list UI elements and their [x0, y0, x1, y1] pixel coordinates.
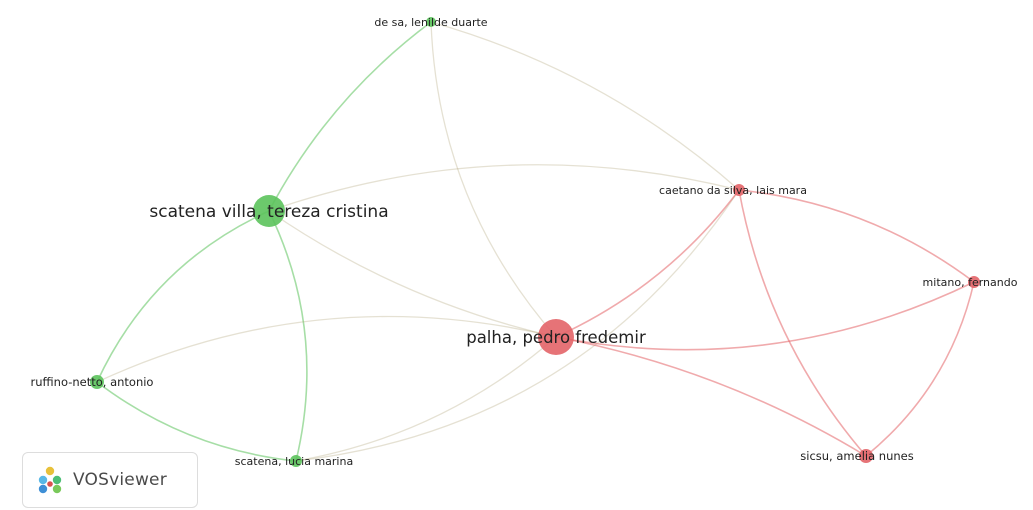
nodes-layer	[90, 17, 980, 467]
node-palha[interactable]	[538, 319, 574, 355]
link-de-sa-palha	[430, 21, 557, 338]
link-mitano-sicsu	[865, 281, 975, 457]
link-scatena-villa-caetano	[268, 164, 740, 212]
link-scatena-lucia-caetano	[295, 189, 740, 462]
link-ruffino-scatena-lucia	[96, 381, 297, 462]
link-scatena-villa-ruffino	[96, 210, 270, 383]
node-label-de-sa[interactable]: de sa, lenilde duarte	[374, 16, 487, 29]
node-caetano[interactable]	[733, 184, 745, 196]
node-label-scatena-villa[interactable]: scatena villa, tereza cristina	[149, 202, 388, 222]
vosviewer-logo-icon	[38, 466, 62, 494]
link-de-sa-scatena-villa	[268, 21, 432, 212]
node-scatena-villa[interactable]	[253, 195, 285, 227]
link-palha-caetano	[555, 189, 740, 338]
node-label-palha[interactable]: palha, pedro fredemir	[466, 328, 646, 347]
link-caetano-mitano	[738, 189, 975, 283]
link-caetano-sicsu	[738, 189, 867, 457]
link-scatena-lucia-palha	[295, 336, 557, 462]
node-ruffino[interactable]	[90, 375, 104, 389]
vosviewer-logo: VOSviewer	[22, 452, 198, 508]
node-label-sicsu[interactable]: sicsu, amelia nunes	[800, 449, 913, 463]
node-label-ruffino[interactable]: ruffino-netto, antonio	[31, 375, 154, 389]
node-label-caetano[interactable]: caetano da silva, lais mara	[659, 184, 807, 197]
link-palha-sicsu	[555, 336, 867, 457]
link-ruffino-palha	[96, 315, 557, 383]
labels-layer: de sa, lenilde duarte scatena villa, tere…	[31, 16, 1018, 468]
link-palha-mitano	[555, 281, 975, 351]
link-scatena-villa-scatena-lucia	[268, 210, 308, 462]
node-mitano[interactable]	[968, 276, 980, 288]
node-de-sa[interactable]	[426, 17, 436, 27]
node-label-scatena-lucia[interactable]: scatena, lucia marina	[235, 455, 353, 468]
node-sicsu[interactable]	[859, 449, 873, 463]
node-label-mitano[interactable]: mitano, fernando	[923, 276, 1018, 289]
links-layer	[96, 21, 975, 462]
link-scatena-villa-palha	[268, 210, 557, 338]
node-scatena-lucia[interactable]	[290, 455, 302, 467]
logo-text: VOSviewer	[73, 470, 167, 490]
link-de-sa-caetano	[430, 21, 740, 191]
